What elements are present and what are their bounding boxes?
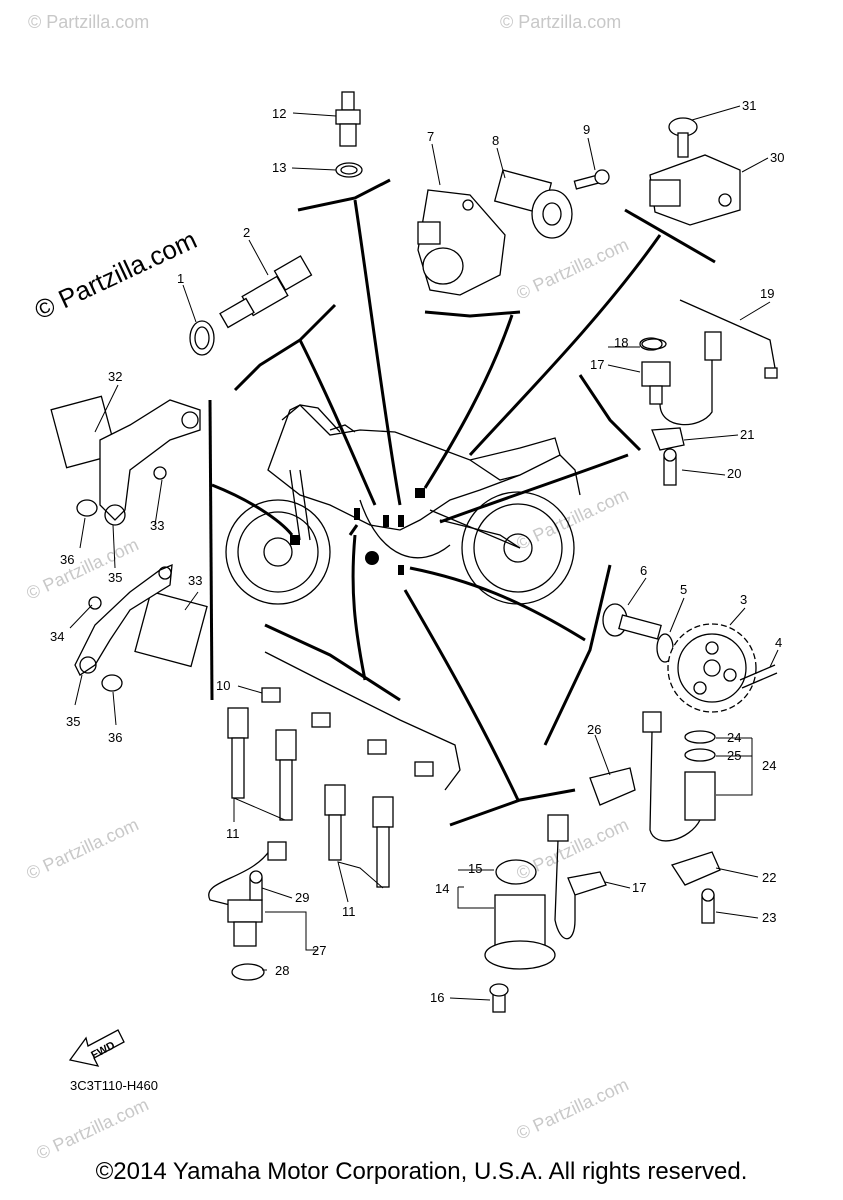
part-30-bolt: [249, 870, 263, 901]
watermark-repeat: © Partzilla.com: [500, 12, 621, 32]
callout-25: 22: [762, 870, 776, 885]
watermark-repeat: © Partzilla.com: [513, 814, 631, 883]
part-14-speed-sensor: [484, 814, 576, 970]
callout-29: 28: [275, 963, 289, 978]
part-23-sensor: [642, 711, 716, 842]
part-17-clamp: [567, 871, 607, 896]
callout-5: 5: [680, 582, 687, 597]
part-15-oring: [495, 859, 537, 885]
callout-33-top: 32: [108, 369, 122, 384]
callout-24-a: 24: [727, 730, 741, 745]
callout-35-top: 35: [108, 570, 122, 585]
part-29-oring: [231, 963, 265, 981]
callout-23: 24: [762, 758, 776, 773]
callout-33-bottom: 33: [188, 573, 202, 588]
watermark-repeat: © Partzilla.com: [28, 12, 149, 32]
watermark-repeat: © Partzilla.com: [33, 1094, 151, 1163]
callout-labels: 12 13 2 1 7 8 9 31 30 19 18 17 21 20 32 …: [50, 98, 784, 1005]
copyright-notice: ©2014 Yamaha Motor Corporation, U.S.A. A…: [95, 1158, 748, 1185]
part-33-reflector-bottom: [134, 590, 208, 668]
part-9-screw: [573, 169, 610, 190]
callout-26: 23: [762, 910, 776, 925]
callout-12: 12: [272, 106, 286, 121]
callout-28: 27: [312, 943, 326, 958]
callout-36-bottom: 36: [108, 730, 122, 745]
callout-18: 17: [590, 357, 604, 372]
callout-3: 3: [740, 592, 747, 607]
callout-35-bottom: 35: [66, 714, 80, 729]
part-2-sensor: [219, 255, 313, 329]
callout-14: 14: [435, 881, 449, 896]
callout-34-top: 33: [150, 518, 164, 533]
part-12-temp-sensor: [335, 91, 361, 147]
part-36-washer-bottom: [101, 674, 123, 692]
callout-13: 13: [272, 160, 286, 175]
part-20-wire: [679, 299, 778, 379]
callout-8: 8: [492, 133, 499, 148]
part-3-sprocket: [667, 623, 757, 713]
callout-17: 17: [632, 880, 646, 895]
callout-27: 26: [587, 722, 601, 737]
part-22-clamp: [651, 427, 685, 451]
part-6-bolt: [602, 603, 662, 640]
callout-24-b: 25: [727, 748, 741, 763]
section-lines: [208, 178, 716, 827]
callout-9: 9: [583, 122, 590, 137]
part-26-bolt: [701, 888, 715, 924]
callout-4: 4: [775, 635, 782, 650]
part-1-gasket: [189, 320, 215, 356]
callout-22: 21: [740, 427, 754, 442]
callout-34-bottom: 34: [50, 629, 64, 644]
callout-36-top: 36: [60, 552, 74, 567]
callout-19: 18: [614, 335, 628, 350]
callout-32: 31: [742, 98, 756, 113]
part-bracket-top: [99, 399, 201, 526]
part-8-sensor: [493, 169, 573, 239]
part-36-washer-top: [76, 499, 98, 517]
callout-1: 1: [177, 271, 184, 286]
callout-11-b: 11: [342, 904, 356, 919]
part-25-clamp: [670, 851, 721, 886]
diagram-code: 3C3T110-H460: [70, 1078, 158, 1093]
part-32-bolt: [668, 117, 698, 158]
fwd-arrow-icon: FWD: [68, 1029, 125, 1067]
bike-location-markers: [290, 488, 425, 575]
callout-leaders: [69, 105, 779, 1001]
callout-15: 15: [468, 861, 482, 876]
part-31-pressure-sensor: [649, 154, 741, 226]
callout-16: 16: [430, 990, 444, 1005]
part-bracket-bottom: [74, 563, 173, 676]
callout-20: 19: [760, 286, 774, 301]
watermark-repeat: © Partzilla.com: [23, 814, 141, 883]
callout-2: 2: [243, 225, 250, 240]
part-16-bolt: [489, 983, 509, 1013]
callout-30: 29: [295, 890, 309, 905]
callout-21: 20: [727, 466, 741, 481]
part-11-ignition-coils: [227, 707, 394, 888]
part-7-throttle-sensor: [417, 189, 506, 296]
callout-6: 6: [640, 563, 647, 578]
part-18-sensor: [641, 331, 722, 426]
part-27-clamp: [589, 767, 636, 806]
watermark-main: © Partzilla.com: [30, 224, 201, 325]
part-28-sensor: [208, 841, 287, 947]
watermark-repeat: © Partzilla.com: [513, 1074, 631, 1143]
part-21-bolt: [663, 448, 677, 486]
part-4-pin: [739, 664, 778, 689]
watermark-repeat: © Partzilla.com: [23, 534, 141, 603]
callout-31: 30: [770, 150, 784, 165]
part-13-gasket: [335, 162, 363, 178]
callout-10: 10: [216, 678, 230, 693]
part-19-oring: [639, 337, 663, 351]
callout-11-a: 11: [226, 826, 240, 841]
part-10-harness: [261, 651, 461, 791]
callout-7: 7: [427, 129, 434, 144]
